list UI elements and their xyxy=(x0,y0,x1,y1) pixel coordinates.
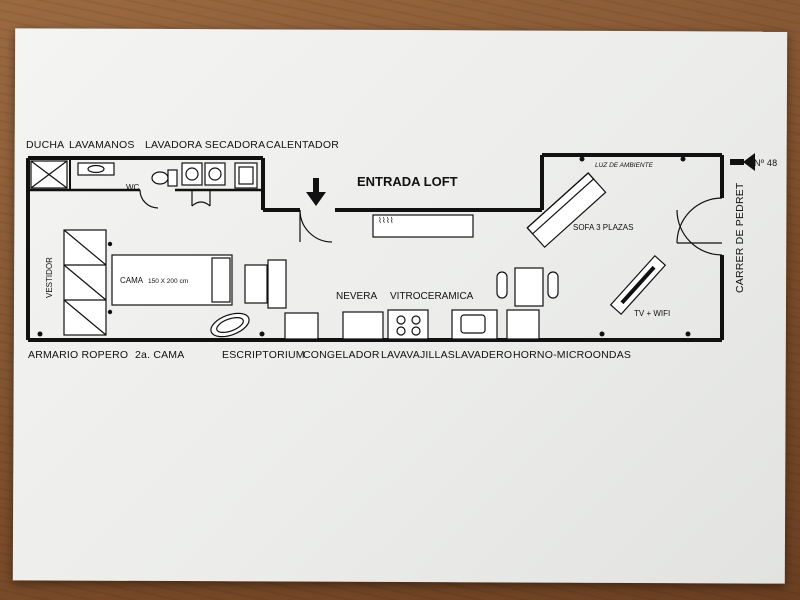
ducha-label: DUCHA xyxy=(26,139,64,151)
street-door xyxy=(676,197,723,256)
armario-label: ARMARIO ROPERO xyxy=(28,349,128,361)
laundry-door xyxy=(191,190,211,207)
water-heater xyxy=(234,162,258,189)
luz-label: LUZ DE AMBIENTE xyxy=(595,162,654,169)
bed xyxy=(111,254,233,306)
wc-label: WC xyxy=(126,183,140,192)
lavamanos-label: LAVAMANOS xyxy=(69,139,135,151)
bed-size-label: 150 X 200 cm xyxy=(148,278,188,285)
wardrobe xyxy=(63,229,107,336)
bed-label: CAMA xyxy=(120,276,144,285)
entrance-label: ENTRADA LOFT xyxy=(357,174,458,189)
sofa xyxy=(526,172,607,249)
entrance-door xyxy=(299,209,333,243)
entrance-arrow-icon xyxy=(306,178,326,206)
tv-label: TV + WIFI xyxy=(634,309,670,318)
second-bed xyxy=(210,312,250,338)
vestidor-label: VESTIDOR xyxy=(45,257,54,298)
tv-stand xyxy=(609,254,667,316)
calentador-label: CALENTADOR xyxy=(266,139,339,151)
nevera-label: NEVERA xyxy=(336,291,377,302)
toilet xyxy=(151,169,178,187)
lavadora-secadora-label: LAVADORA SECADORA xyxy=(145,139,265,151)
second-bed-inner xyxy=(216,317,244,333)
segunda-cama-label: 2a. CAMA xyxy=(135,349,184,361)
street-label: CARRER DE PEDRET xyxy=(734,182,746,293)
street-number-arrow-icon xyxy=(730,153,755,171)
lavadero-label: LAVADERO xyxy=(455,349,512,361)
escriptorium-label: ESCRIPTORIUM xyxy=(222,349,305,361)
vitroceramica-label: VITROCERAMICA xyxy=(390,291,474,302)
street-number-label: Nº 48 xyxy=(754,158,777,168)
bathroom-door-arc xyxy=(139,189,159,209)
lamp-icons xyxy=(37,156,691,337)
kitchen-counter xyxy=(342,309,540,340)
dining-table xyxy=(496,267,559,307)
horno-label: HORNO-MICROONDAS xyxy=(513,349,631,361)
washer-dryer xyxy=(181,162,226,186)
congelador-label: CONGELADOR xyxy=(303,349,380,361)
desk xyxy=(244,259,319,340)
walls xyxy=(26,153,724,342)
kitchen-island xyxy=(372,214,474,238)
radiator-mark: ⌇⌇⌇⌇ xyxy=(378,216,394,225)
washbasin xyxy=(77,162,115,176)
lavavajillas-label: LAVAVAJILLAS xyxy=(381,349,455,361)
shower xyxy=(30,160,68,189)
sofa-label: SOFA 3 PLAZAS xyxy=(573,223,633,232)
